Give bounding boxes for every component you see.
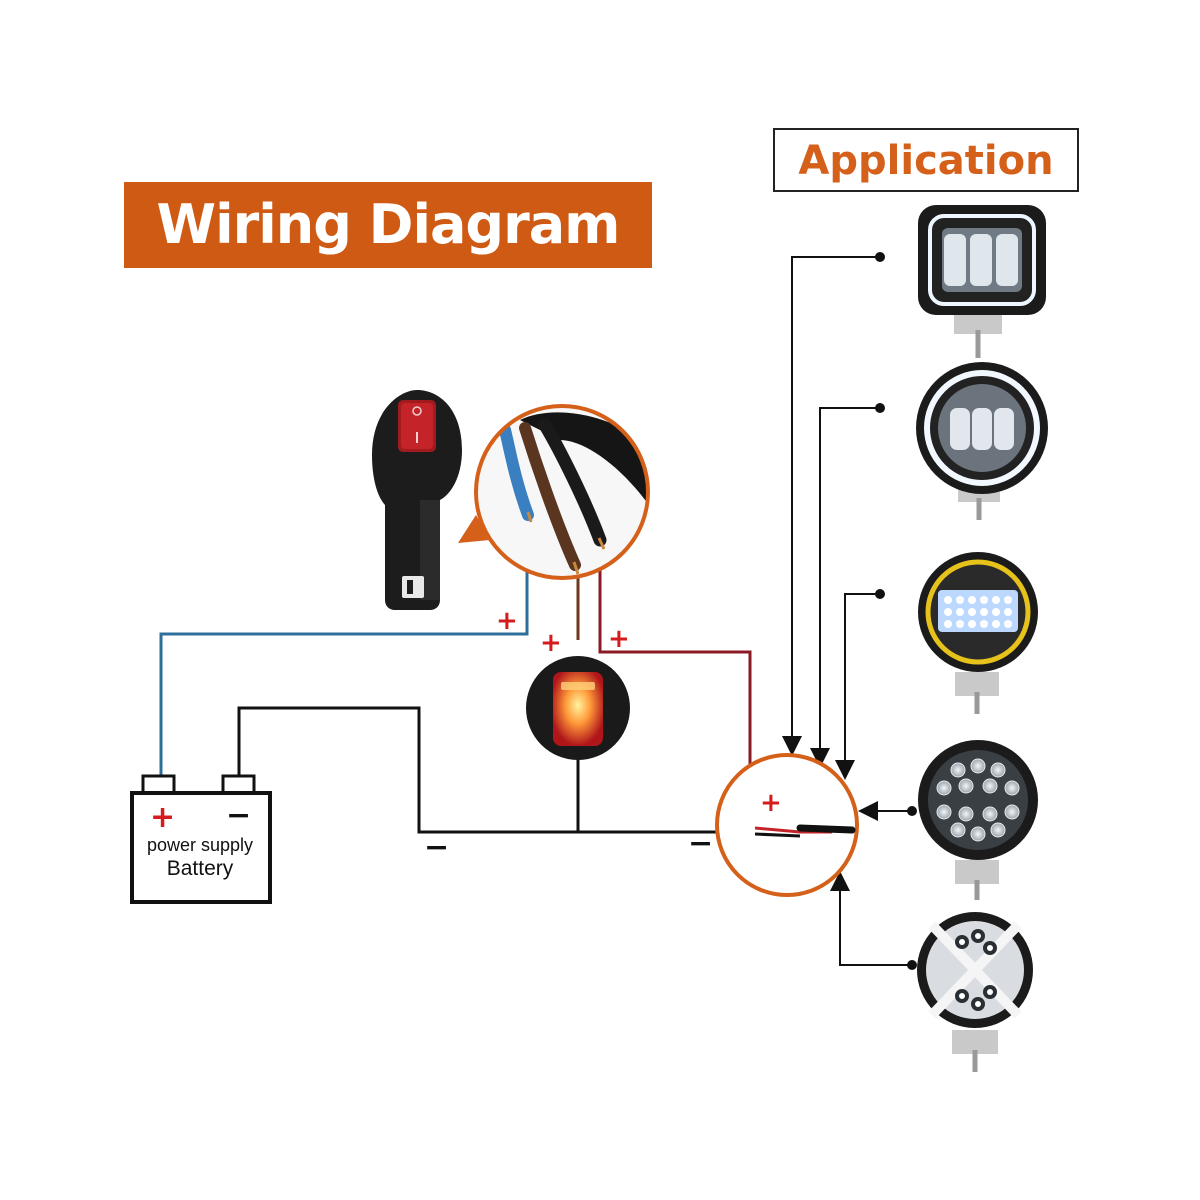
indicator-lamp-icon bbox=[526, 656, 630, 760]
minus-sign-right: − bbox=[688, 826, 714, 861]
battery-plus-label: + bbox=[150, 800, 176, 835]
battery-label-power-supply: power supply bbox=[146, 835, 254, 855]
round-x-pattern-light-icon bbox=[917, 912, 1033, 1072]
wire-closeup-icon bbox=[474, 404, 650, 580]
plus-sign-junction: + bbox=[760, 788, 782, 818]
page-title: Wiring Diagram bbox=[124, 182, 652, 268]
round-halo-light-icon bbox=[916, 362, 1048, 520]
battery-icon bbox=[130, 774, 272, 904]
plus-sign-red-wire: + bbox=[608, 624, 630, 654]
junction-closeup bbox=[715, 753, 859, 897]
round-yellow-led-light-icon bbox=[918, 552, 1038, 714]
connector-dots bbox=[875, 252, 917, 970]
rocker-switch-icon bbox=[372, 390, 462, 610]
ground-wire-battery bbox=[237, 706, 755, 834]
battery-label-battery: Battery bbox=[166, 857, 234, 880]
minus-sign-left: − bbox=[424, 830, 450, 865]
application-connectors bbox=[782, 256, 912, 966]
plus-sign-switch: + bbox=[540, 628, 562, 658]
magnifier-pointer bbox=[458, 515, 490, 543]
blue-positive-wire bbox=[159, 520, 529, 778]
round-14-led-light-icon bbox=[918, 740, 1038, 900]
battery-minus-label: − bbox=[226, 798, 252, 833]
plus-sign-blue-wire: + bbox=[496, 606, 518, 636]
square-halo-light-icon bbox=[918, 205, 1046, 358]
application-label: Application bbox=[773, 128, 1079, 192]
